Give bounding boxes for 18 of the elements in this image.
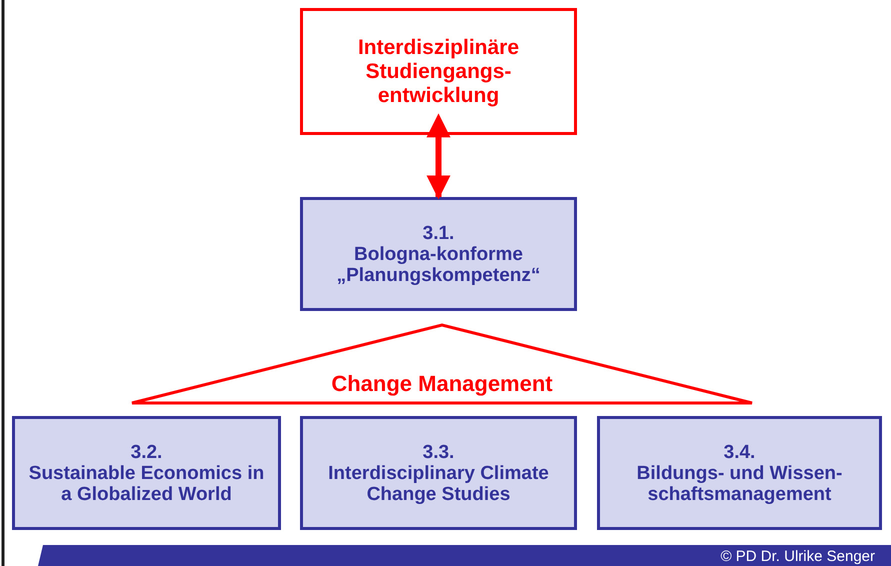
double-arrow: [426, 113, 450, 200]
triangle-shape: [130, 323, 754, 406]
process-box: [300, 416, 577, 530]
section-number: 3.2.: [130, 442, 162, 462]
node-text: Interdisciplinary Climate Change Studies: [327, 462, 550, 504]
process-box: [300, 8, 577, 135]
node-text: Interdisziplinäre Studiengangs- entwicklung: [356, 36, 520, 108]
copyright-text: © PD Dr. Ulrike Senger: [720, 547, 875, 566]
section-number: 3.1.: [422, 222, 454, 244]
process-box: [12, 416, 281, 530]
node-text: Bologna-konforme „Planungskompetenz“: [336, 244, 542, 286]
node-text: Bildungs- und Wissen- schaftsmanagement: [636, 462, 844, 504]
process-box: [597, 416, 882, 530]
process-box: [300, 197, 577, 311]
section-number: 3.4.: [724, 442, 756, 462]
section-number: 3.3.: [422, 442, 454, 462]
node-text: Change Management: [331, 373, 553, 394]
node-text: Sustainable Economics in a Globalized World: [28, 462, 266, 504]
